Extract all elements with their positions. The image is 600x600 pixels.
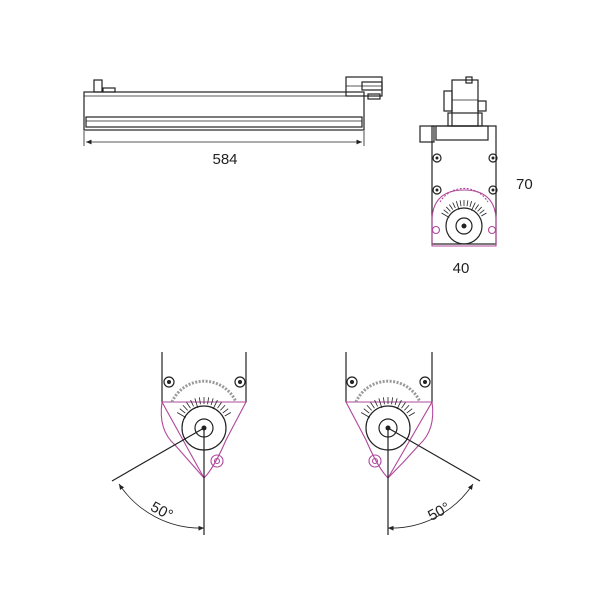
scale-tick [224,412,232,417]
scale-tick [406,408,413,414]
scale-tick [449,204,454,210]
tilt-angle-right: 50° [425,499,453,525]
scale-tick [360,412,371,418]
length-dimension: 584 [212,151,237,168]
scale-tick [408,412,416,417]
scale-tick [210,398,214,406]
tilt-angle-left: 50° [148,498,176,524]
scale-tick [190,399,194,407]
scale-tick [182,405,188,411]
tilt-view-right: 50° [345,352,481,535]
scale-tick [179,408,186,414]
scale-tick [474,204,479,210]
scale-tick [401,402,406,409]
tilt-view-left: 50° [111,352,247,535]
scale-tick [222,408,229,414]
scale-tick [443,209,449,214]
scale-tick [471,202,476,211]
scale-tick [455,201,460,210]
scale-tick [452,202,456,209]
scale-tick [441,212,450,218]
scale-tick [220,405,226,411]
scale-tick [481,212,487,217]
scale-tick [370,402,375,409]
scale-tick [207,397,210,405]
front-view: 70 40 [419,76,533,277]
scale-tick [217,402,222,409]
screw-icon [432,153,498,195]
scale-tick [374,399,378,407]
scale-tick [446,206,451,212]
scale-tick [396,399,402,410]
scale-tick [404,405,410,411]
scale-tick [176,412,187,418]
scale-tick [198,397,201,405]
screw-icon [163,376,246,388]
scale-tick [466,200,469,207]
height-dimension: 70 [516,176,533,193]
scale-tick [378,398,383,409]
scale-tick [382,397,385,405]
width-dimension: 40 [453,260,470,277]
scale-tick [363,408,370,414]
scale-tick [459,200,462,207]
scale-tick [194,398,199,409]
scale-tick [391,397,394,405]
scale-tick [479,209,485,214]
scale-tick [469,201,473,208]
scale-tick [477,206,482,212]
tilt-scale-dial [431,187,497,247]
scale-tick [212,399,218,410]
scale-tick [366,405,372,411]
screw-icon [346,376,431,388]
side-view: 584 [83,76,383,168]
scale-tick [186,402,191,409]
scale-tick [394,398,398,406]
